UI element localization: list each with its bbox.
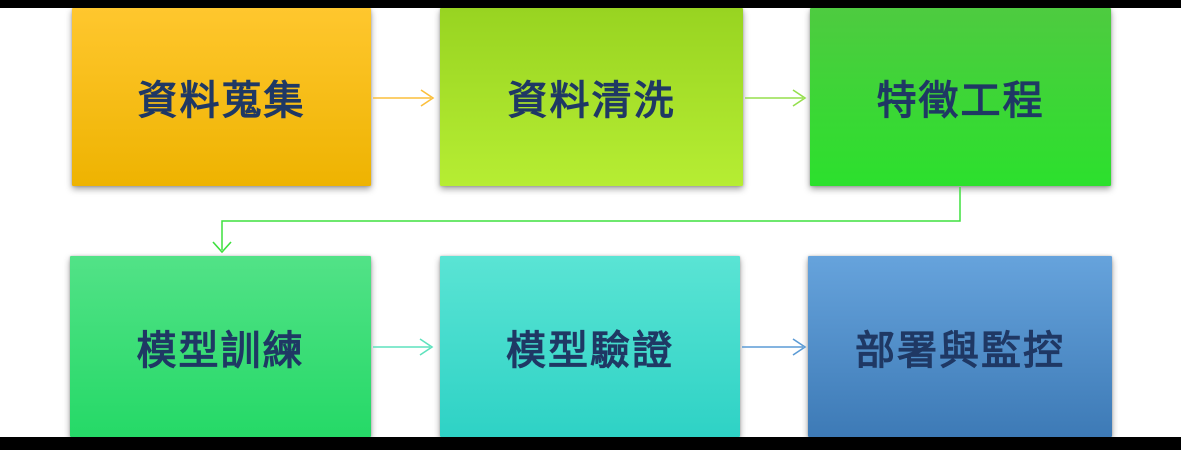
step-label: 特徵工程 — [876, 79, 1045, 123]
top-black-bar — [0, 0, 1181, 8]
step-data-cleaning: 資料清洗 — [440, 8, 743, 186]
arrow-connector-4 — [373, 338, 434, 356]
step-model-training: 模型訓練 — [70, 256, 371, 437]
step-label: 部署與監控 — [855, 328, 1065, 373]
bottom-black-bar — [0, 437, 1181, 450]
step-model-validation: 模型驗證 — [440, 256, 740, 437]
step-label: 資料蒐集 — [137, 79, 306, 123]
step-data-collection: 資料蒐集 — [72, 8, 371, 186]
arrow-connector-5 — [742, 338, 807, 356]
arrow-connector-3-elbow — [212, 187, 961, 254]
step-label: 模型訓練 — [136, 328, 305, 373]
step-label: 資料清洗 — [507, 79, 676, 123]
step-deployment-monitoring: 部署與監控 — [808, 256, 1112, 437]
arrow-connector-2 — [745, 89, 807, 107]
step-label: 模型驗證 — [506, 328, 674, 373]
step-feature-engineering: 特徵工程 — [810, 8, 1111, 186]
arrow-connector-1 — [373, 89, 435, 107]
